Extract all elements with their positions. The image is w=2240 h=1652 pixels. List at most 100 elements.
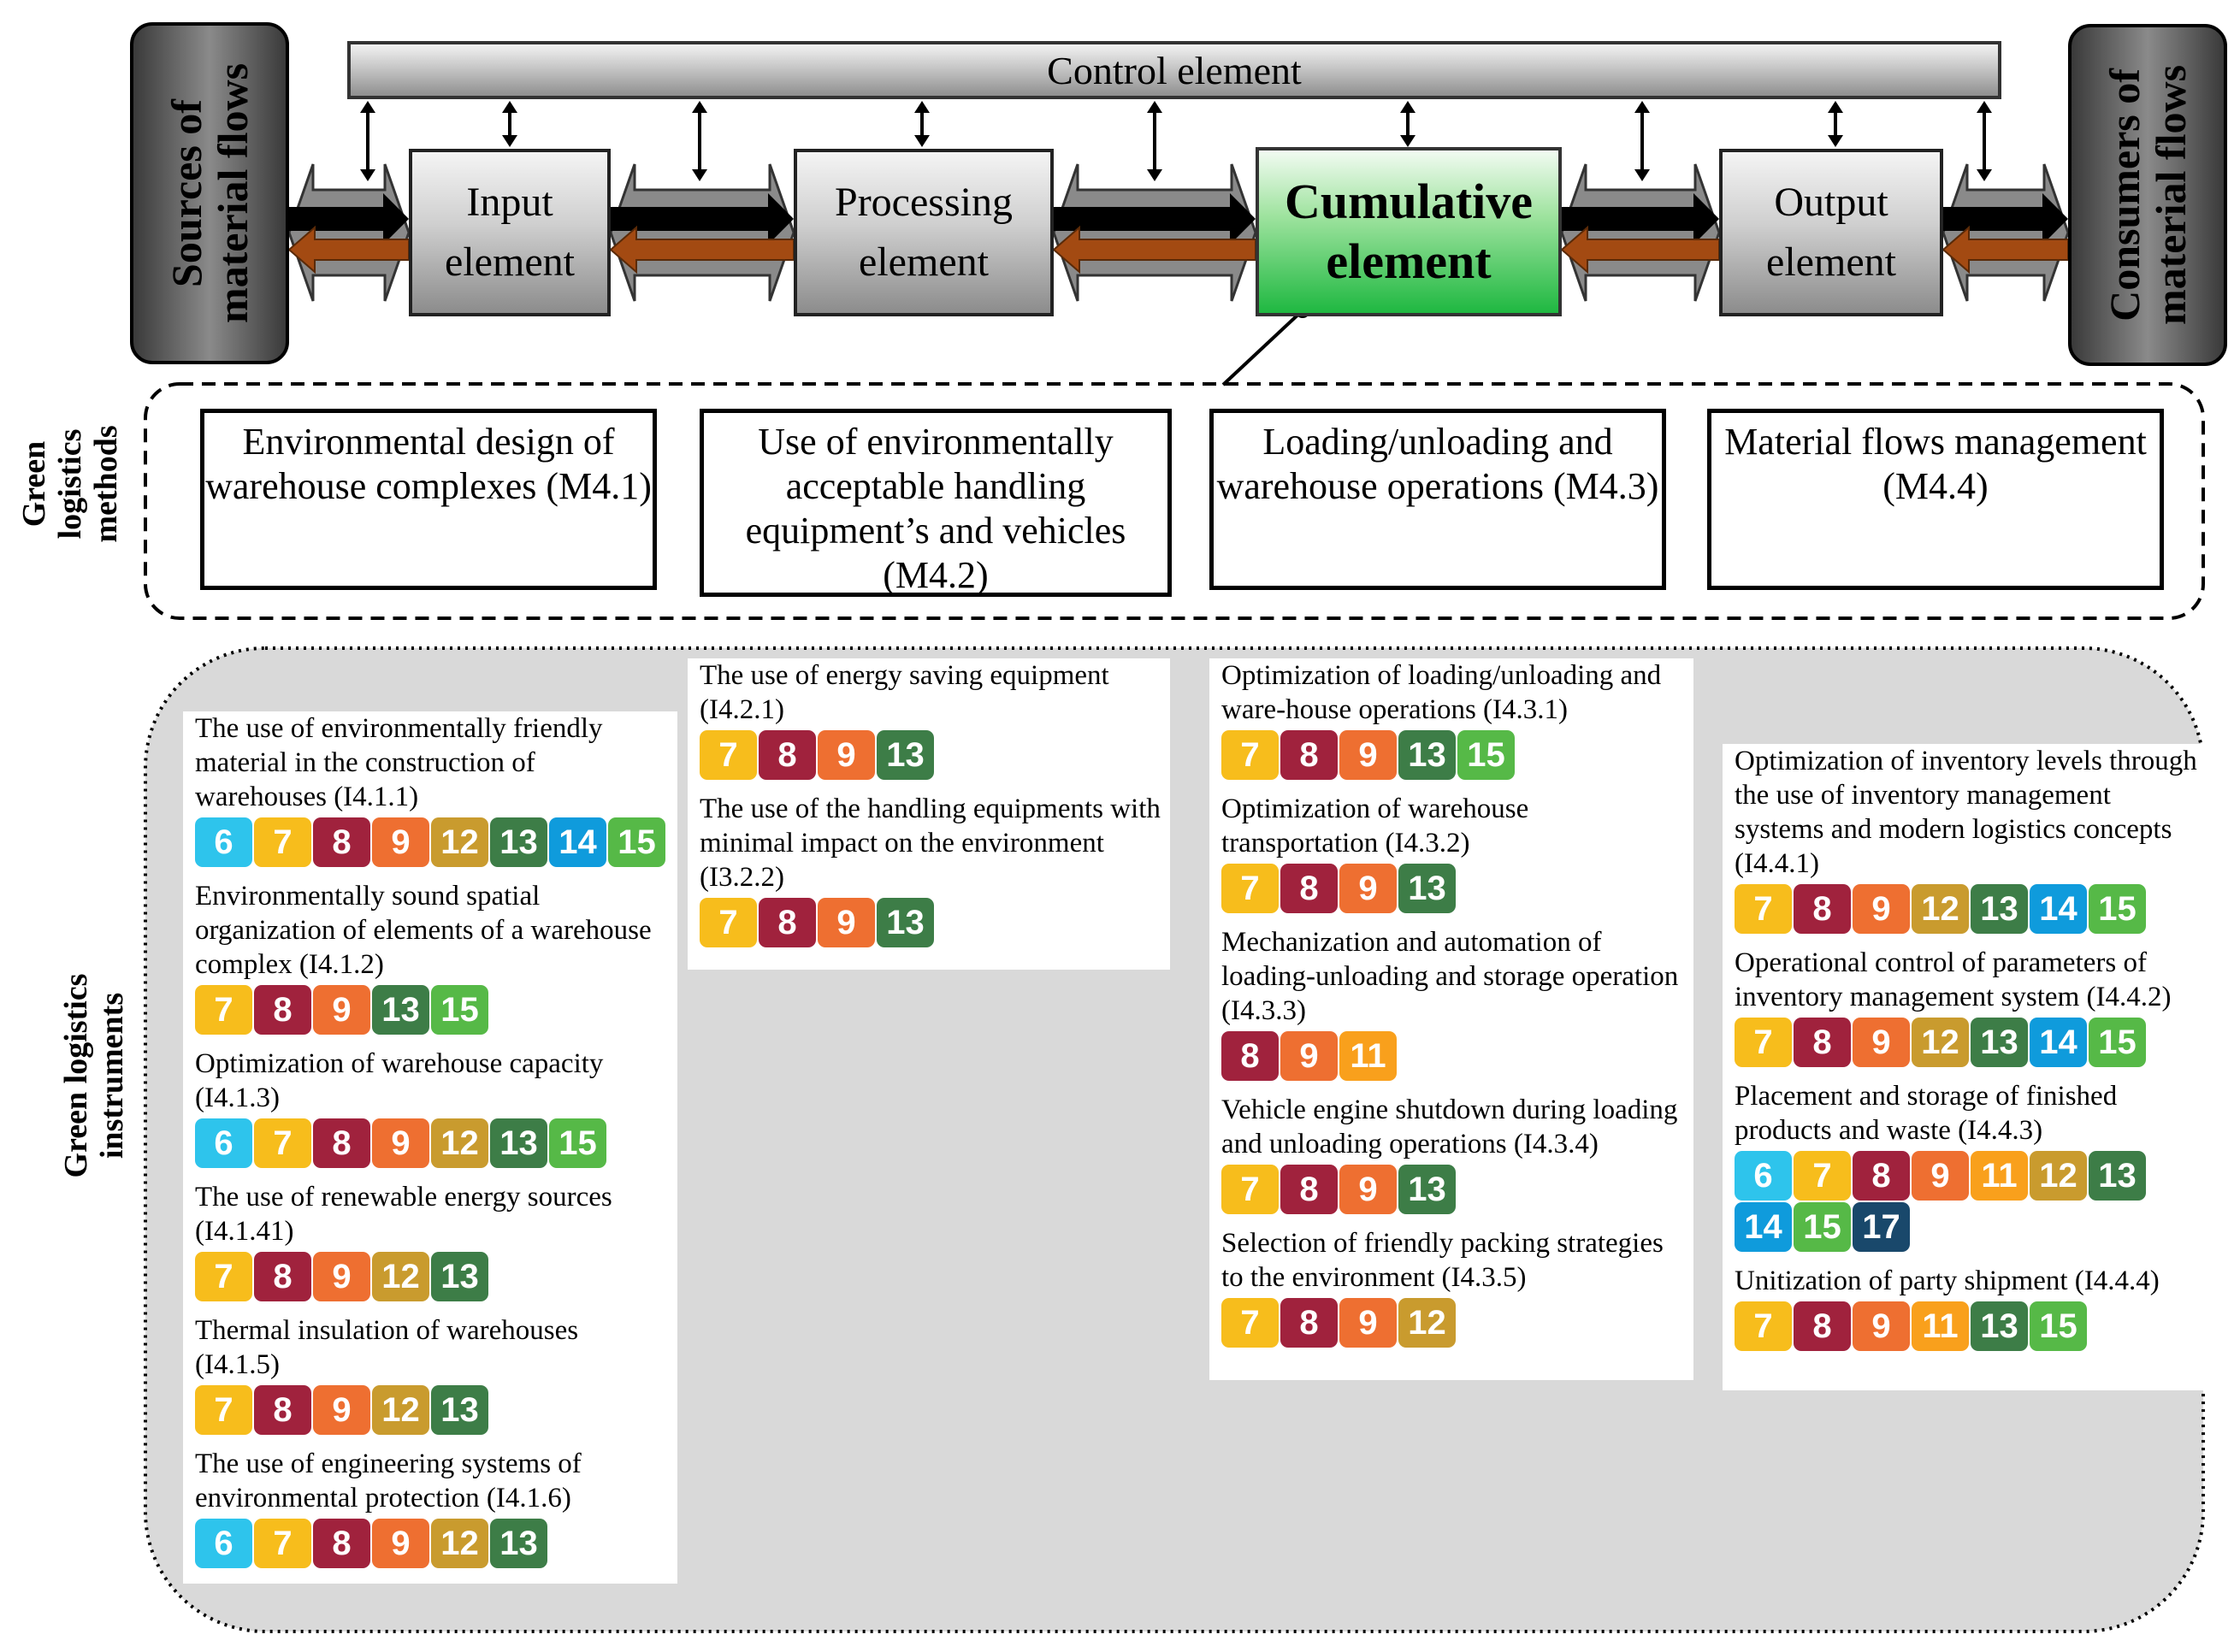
control-arrow-head-down	[914, 135, 930, 147]
instrument-text: Selection of friendly packing strategies…	[1221, 1228, 1664, 1293]
control-arrow-head-down	[502, 135, 517, 147]
sdg-goal-badge: 13	[877, 898, 934, 947]
sdg-goal-badge: 14	[2030, 884, 2087, 934]
sdg-goal-badge: 12	[1912, 884, 1969, 934]
instrument-text: Operational control of parameters of inv…	[1735, 947, 2172, 1012]
instrument-text: The use of renewable energy sources (I4.…	[195, 1182, 612, 1247]
backward-flow-arrow	[1052, 225, 1256, 274]
control-arrow-head-up	[1634, 101, 1650, 113]
sdg-goal-badge: 13	[1971, 884, 2028, 934]
sdg-goal-badge: 14	[1735, 1202, 1792, 1252]
sdg-goal-badge: 13	[490, 1118, 547, 1168]
sdg-goal-badge: 15	[1457, 730, 1515, 780]
output-element-label: Output element	[1766, 180, 1896, 285]
sdg-goal-badge: 12	[372, 1385, 429, 1435]
sdg-goal-badge: 9	[1339, 1165, 1397, 1214]
sdg-goal-badge: 7	[1221, 1298, 1279, 1348]
instrument-item: Vehicle engine shutdown during loading a…	[1221, 1093, 1685, 1214]
method-m4-3: Loading/unloading and warehouse operatio…	[1209, 409, 1666, 590]
sdg-goal-badge: 9	[1339, 1298, 1397, 1348]
backward-flow-arrow	[1942, 225, 2069, 274]
sdg-goal-badge: 7	[254, 817, 311, 867]
control-arrow-head-up	[360, 101, 375, 113]
flow-arrows	[287, 101, 2070, 302]
sdg-goal-badge: 8	[1794, 1018, 1851, 1067]
sdg-goal-badge: 9	[818, 730, 875, 780]
sdg-goal-badge: 13	[372, 985, 429, 1035]
sdg-goal-badge: 9	[372, 1519, 429, 1568]
instrument-text: Thermal insulation of warehouses (I4.1.5…	[195, 1315, 579, 1380]
instrument-text: Vehicle engine shutdown during loading a…	[1221, 1094, 1678, 1159]
sdg-goal-badge: 8	[1853, 1151, 1910, 1201]
sdg-goal-badge: 12	[1398, 1298, 1456, 1348]
instrument-text: Optimization of loading/unloading and wa…	[1221, 660, 1662, 725]
instruments-panel-m4-4: Optimization of inventory levels through…	[1723, 744, 2207, 1390]
sdg-goal-badge: 12	[431, 1519, 488, 1568]
sdg-goal-badge: 7	[254, 1519, 311, 1568]
sdg-goal-badge: 15	[1794, 1202, 1851, 1252]
gray-flow-arrow	[1052, 163, 1257, 302]
sdg-goal-badge: 7	[254, 1118, 311, 1168]
sdg-goal-badge: 9	[372, 817, 429, 867]
sdg-goal-badge: 9	[313, 1385, 370, 1435]
method-m4-2-text: Use of environmentally acceptable handli…	[745, 421, 1126, 596]
sdg-goal-badge: 12	[431, 1118, 488, 1168]
sdg-goal-badge: 7	[1794, 1151, 1851, 1201]
control-arrow-head-up	[1977, 101, 1992, 113]
instrument-text: Optimization of warehouse capacity (I4.1…	[195, 1048, 604, 1113]
cumulative-element-label: Cumulative element	[1285, 174, 1533, 289]
backward-flow-arrow	[609, 225, 795, 274]
instrument-item: Optimization of warehouse transportation…	[1221, 792, 1685, 913]
sdg-goal-badge: 8	[1280, 730, 1338, 780]
control-arrow-head-down	[692, 169, 707, 181]
sdg-goal-badge: 9	[313, 1252, 370, 1301]
consumers-box: Consumers of material flows	[2068, 24, 2227, 366]
sdg-goal-badge: 7	[700, 730, 757, 780]
forward-flow-arrow	[611, 193, 794, 245]
sdg-goal-badge: 7	[195, 1252, 252, 1301]
instruments-panel-m4-2: The use of energy saving equipment (I4.2…	[688, 658, 1170, 970]
instruments-panel-m4-3: Optimization of loading/unloading and wa…	[1209, 658, 1693, 1380]
instrument-item: The use of the handling equipments with …	[700, 792, 1161, 947]
sdg-goal-badge: 8	[254, 985, 311, 1035]
instrument-item: Optimization of loading/unloading and wa…	[1221, 658, 1685, 780]
gray-flow-arrow	[609, 163, 795, 302]
control-arrow-head-up	[914, 101, 930, 113]
instrument-text: Mechanization and automation of loading-…	[1221, 927, 1679, 1026]
sdg-goal-badge: 14	[2030, 1018, 2087, 1067]
sdg-goal-badge: 15	[431, 985, 488, 1035]
method-m4-2: Use of environmentally acceptable handli…	[700, 409, 1172, 597]
backward-flow-arrow	[287, 225, 410, 274]
sdg-goal-badge: 7	[1221, 1165, 1279, 1214]
sdg-goal-badge: 7	[1735, 1301, 1792, 1351]
sdg-goal-badge: 13	[431, 1252, 488, 1301]
sdg-goal-badge: 8	[1280, 1298, 1338, 1348]
sdg-goal-badge: 11	[1971, 1151, 2028, 1201]
sdg-goal-badge: 7	[1221, 730, 1279, 780]
control-arrow-head-up	[1400, 101, 1416, 113]
sdg-goal-badge: 13	[877, 730, 934, 780]
sdg-goal-badge: 8	[1280, 1165, 1338, 1214]
instrument-text: The use of the handling equipments with …	[700, 794, 1161, 893]
method-m4-3-text: Loading/unloading and warehouse operatio…	[1216, 421, 1659, 507]
sdg-goal-badge: 12	[431, 817, 488, 867]
instrument-item: Optimization of warehouse capacity (I4.1…	[195, 1047, 669, 1168]
sdg-goal-badge: 6	[195, 1118, 252, 1168]
sdg-goal-badge: 9	[372, 1118, 429, 1168]
processing-element-label: Processing element	[835, 180, 1013, 285]
sdg-goal-badge: 15	[2089, 884, 2146, 934]
sdg-goal-badge: 8	[313, 1519, 370, 1568]
sdg-goal-badge: 12	[1912, 1018, 1969, 1067]
sdg-goal-badge: 7	[1735, 1018, 1792, 1067]
sdg-goal-badge: 15	[2030, 1301, 2087, 1351]
instrument-item: Placement and storage of finished produc…	[1735, 1079, 2198, 1252]
input-element: Input element	[409, 149, 611, 316]
